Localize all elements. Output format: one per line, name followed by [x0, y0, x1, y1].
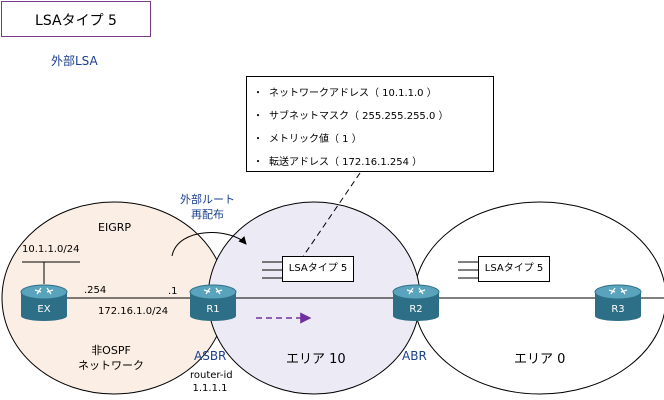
page-title: LSAタイプ 5	[35, 13, 117, 29]
stub-network-label: 10.1.1.0/24	[22, 244, 80, 255]
lsa-tab-lines-2	[458, 261, 478, 279]
lsa-box-area10: LSAタイプ 5	[282, 256, 354, 282]
info-forward-address: ・転送アドレス（ 172.16.1.254 ）	[253, 157, 423, 168]
router-r3: R3	[593, 282, 643, 322]
page-subtitle: 外部LSA	[51, 54, 98, 68]
router-ex: EX	[19, 282, 69, 322]
router-icon	[20, 284, 68, 321]
router-ex-name: EX	[37, 304, 51, 315]
link-network-label: 172.16.1.0/24	[98, 306, 169, 317]
router-icon	[392, 284, 440, 321]
r1-interface-ip: .1	[168, 286, 178, 297]
info-metric: ・メトリック値（ 1 ）	[253, 134, 362, 145]
router-icon	[594, 284, 642, 321]
asbr-label: ASBR	[194, 349, 227, 363]
router-r2-name: R2	[409, 304, 423, 315]
lsa-tab-lines-1	[262, 261, 282, 279]
area-0-label: エリア 0	[514, 352, 566, 367]
non-ospf-label: 非OSPF ネットワーク	[78, 344, 144, 372]
redistribute-arrow	[171, 232, 247, 257]
info-subnet-mask: ・サブネットマスク（ 255.255.255.0 ）	[253, 111, 449, 122]
eigrp-label: EIGRP	[98, 221, 131, 234]
info-network-address: ・ネットワークアドレス（ 10.1.1.0 ）	[253, 88, 437, 99]
lsa-box-area0: LSAタイプ 5	[478, 256, 550, 282]
title-box: LSAタイプ 5	[1, 1, 151, 37]
router-r3-name: R3	[611, 304, 625, 315]
area-10-label: エリア 10	[286, 352, 346, 367]
callout-line	[301, 172, 361, 259]
ex-interface-ip: .254	[84, 285, 107, 296]
router-icon	[189, 284, 237, 321]
router-id-label: router-id 1.1.1.1	[190, 370, 233, 394]
router-r1-name: R1	[206, 304, 220, 315]
lsa-info-box: ・ネットワークアドレス（ 10.1.1.0 ） ・サブネットマスク（ 255.2…	[246, 76, 494, 172]
abr-label: ABR	[402, 349, 427, 363]
router-r1: R1	[188, 282, 238, 322]
router-r2: R2	[391, 282, 441, 322]
redistribute-label: 外部ルート 再配布	[180, 193, 235, 221]
